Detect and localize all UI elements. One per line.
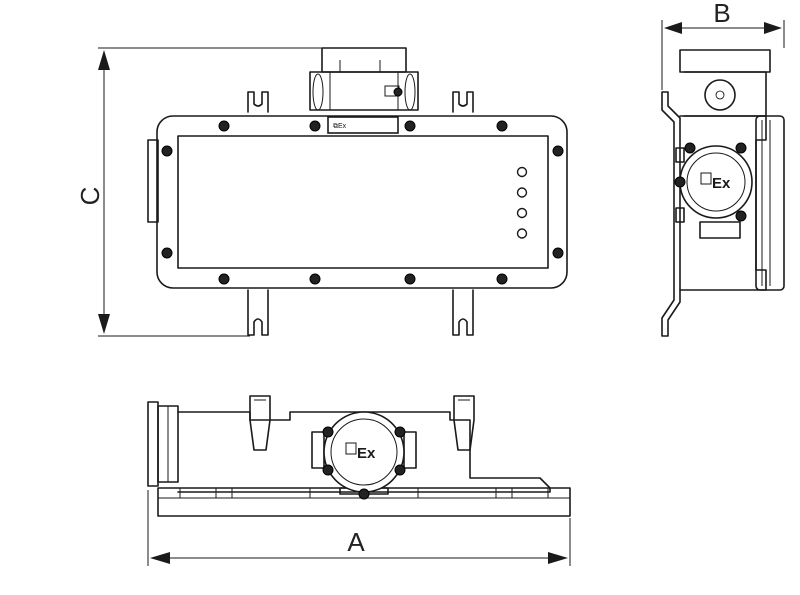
dimension-b: B (661, 0, 785, 90)
side-ex-logo: Ex (712, 175, 731, 192)
indicator-lamp (516, 207, 528, 219)
side-mounting-bracket (661, 91, 681, 337)
side-entry-left (147, 139, 159, 223)
front-top-gland (309, 47, 419, 111)
dimension-c: C (75, 47, 322, 337)
top-ex-logo: Ex (357, 445, 376, 462)
side-view: Ex (661, 49, 785, 337)
svg-text:⧉Ex: ⧉Ex (333, 123, 347, 130)
enclosure-inner-frame (177, 135, 549, 269)
dimension-b-label: B (713, 0, 730, 28)
top-view: Ex (147, 395, 571, 517)
front-view: ⧉Ex (147, 47, 568, 336)
side-top-gland (679, 49, 771, 73)
bracket-top-right (452, 91, 474, 113)
dimension-a: A (147, 490, 571, 566)
dimension-a-label: A (347, 527, 365, 557)
bracket-bottom-left (247, 289, 269, 336)
indicator-lamp (516, 166, 528, 178)
indicator-lamp (516, 228, 528, 239)
dimension-c-label: C (75, 187, 105, 206)
bracket-bottom-right (452, 289, 474, 336)
nameplate (327, 116, 399, 134)
bracket-top-left (247, 91, 269, 113)
indicator-lamps (516, 166, 528, 239)
top-left-gland (147, 401, 159, 487)
indicator-lamp (516, 187, 528, 198)
cover-bolts (161, 120, 564, 285)
enclosure-outer (156, 115, 568, 289)
